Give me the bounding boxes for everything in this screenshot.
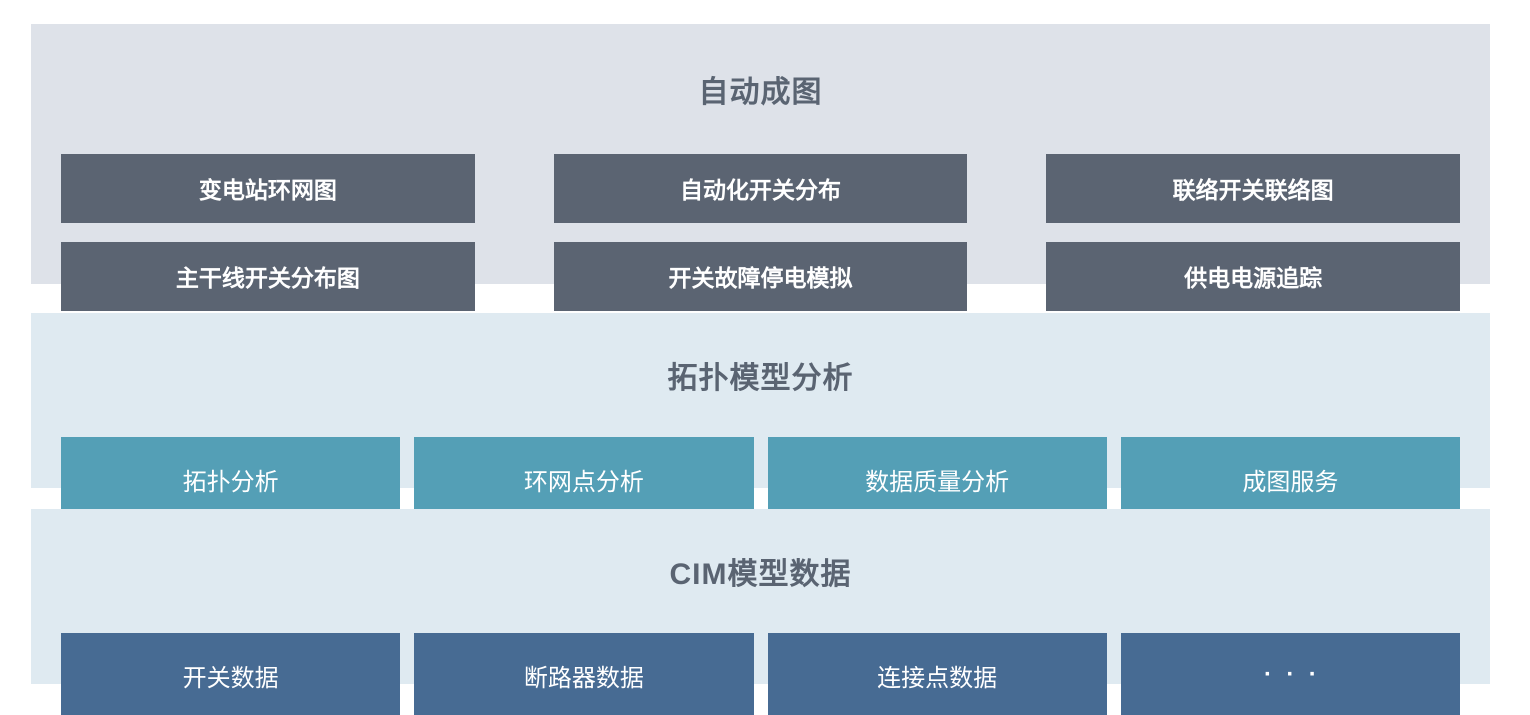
section-topology-model-analysis: 拓扑模型分析 拓扑分析 环网点分析 数据质量分析 成图服务: [31, 313, 1490, 522]
section-cim-title: CIM模型数据: [669, 557, 852, 591]
section-topology-title: 拓扑模型分析: [667, 361, 854, 395]
button-breaker-data[interactable]: 断路器数据: [414, 632, 754, 715]
auto-mapping-button-grid: 变电站环网图 自动化开关分布 联络开关联络图 主干线开关分布图 开关故障停电模拟…: [61, 153, 1460, 311]
cim-button-grid: 开关数据 断路器数据 连接点数据 ···: [61, 632, 1460, 715]
button-more-data-ellipsis[interactable]: ···: [1120, 632, 1460, 715]
section-auto-mapping: 自动成图 变电站环网图 自动化开关分布 联络开关联络图 主干线开关分布图 开关故…: [31, 24, 1490, 311]
button-data-quality-analysis[interactable]: 数据质量分析: [767, 436, 1107, 522]
section-cim-model-data: CIM模型数据 开关数据 断路器数据 连接点数据 ···: [31, 509, 1490, 715]
topology-button-grid: 拓扑分析 环网点分析 数据质量分析 成图服务: [61, 436, 1460, 522]
button-ring-point-analysis[interactable]: 环网点分析: [414, 436, 754, 522]
button-topology-analysis[interactable]: 拓扑分析: [61, 436, 401, 522]
section-auto-mapping-title: 自动成图: [698, 75, 823, 109]
button-mapping-service[interactable]: 成图服务: [1120, 436, 1460, 522]
button-trunk-line-switch-distribution-diagram[interactable]: 主干线开关分布图: [61, 241, 475, 311]
button-automated-switch-distribution[interactable]: 自动化开关分布: [553, 153, 968, 223]
button-connection-point-data[interactable]: 连接点数据: [767, 632, 1107, 715]
button-switch-fault-outage-simulation[interactable]: 开关故障停电模拟: [553, 241, 968, 311]
button-substation-ring-diagram[interactable]: 变电站环网图: [61, 153, 475, 223]
button-tie-switch-connection-diagram[interactable]: 联络开关联络图: [1046, 153, 1460, 223]
button-power-supply-source-tracing[interactable]: 供电电源追踪: [1046, 241, 1460, 311]
button-switch-data[interactable]: 开关数据: [61, 632, 401, 715]
